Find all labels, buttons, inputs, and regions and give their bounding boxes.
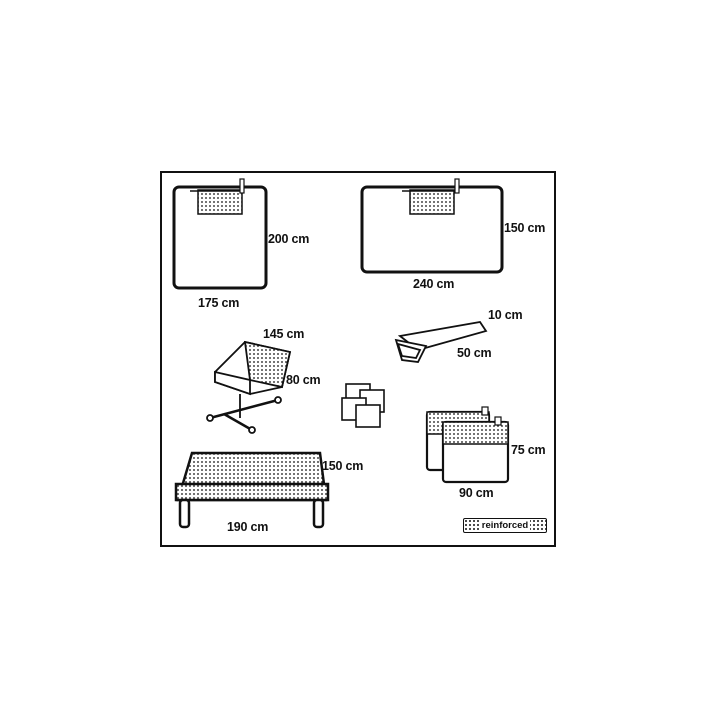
- drape-large-width-label: 175 cm: [198, 296, 240, 310]
- side-drapes-width-label: 90 cm: [459, 486, 494, 500]
- side-drapes-height-label: 75 cm: [511, 443, 546, 457]
- drape-large-drawing: [172, 178, 268, 290]
- table-cover-drawing: [174, 451, 330, 529]
- towels-drawing: [341, 383, 385, 428]
- drape-wide-width-label: 240 cm: [413, 277, 455, 291]
- reinforced-legend-badge: reinforced: [463, 518, 547, 533]
- table-cover-height-label: 150 cm: [322, 459, 364, 473]
- tape-height-label: 10 cm: [488, 308, 523, 322]
- adhesive-tape-drawing: [394, 321, 488, 363]
- drape-wide-height-label: 150 cm: [504, 221, 546, 235]
- drape-large-height-label: 200 cm: [268, 232, 310, 246]
- table-cover-width-label: 190 cm: [227, 520, 269, 534]
- kit-contents-frame: [160, 171, 556, 547]
- mayo-cover-width-label: 145 cm: [263, 327, 305, 341]
- mayo-cover-height-label: 80 cm: [286, 373, 321, 387]
- mayo-cover-drawing: [206, 340, 292, 434]
- reinforced-legend-label: reinforced: [479, 520, 531, 531]
- tape-width-label: 50 cm: [457, 346, 492, 360]
- drape-wide-drawing: [360, 178, 504, 274]
- side-drapes-drawing: [425, 406, 510, 484]
